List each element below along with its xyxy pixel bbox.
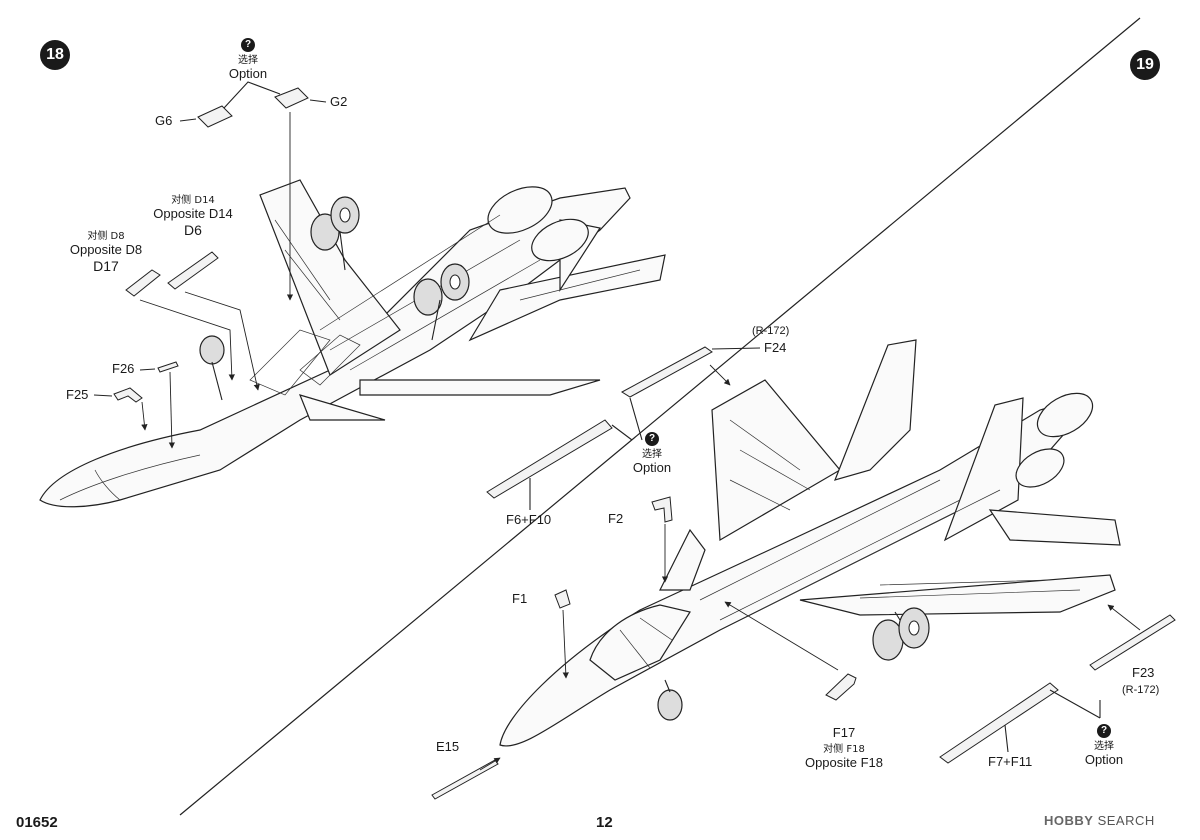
label-g6: G6 <box>155 113 173 128</box>
option-en-label: Option <box>228 65 268 81</box>
label-f2: F2 <box>608 511 624 526</box>
step19-aircraft <box>499 339 1121 747</box>
main-gear-left <box>310 196 360 271</box>
part-f1 <box>554 589 571 609</box>
part-f7-f11 <box>939 682 1059 764</box>
part-f24 <box>621 346 713 398</box>
part-f6-f10 <box>486 419 613 499</box>
part-g6 <box>197 105 233 128</box>
label-f25: F25 <box>66 387 89 402</box>
nose-gear <box>199 335 225 401</box>
option-cn-label: 选择 <box>238 55 258 66</box>
part-f2 <box>651 496 673 523</box>
part-g2 <box>274 87 309 109</box>
step19-main-gear <box>872 607 930 661</box>
part-f23 <box>1089 614 1176 671</box>
part-f25 <box>113 387 143 403</box>
step-divider <box>179 17 1141 816</box>
label-f24: F24 <box>764 340 787 355</box>
label-d14-d6: 对侧 D14 Opposite D14 D6 <box>153 195 233 238</box>
label-d8-d17: 对侧 D8 Opposite D8 D17 <box>69 231 143 274</box>
label-f1: F1 <box>512 591 528 606</box>
option-note-top: ? 选择 Option <box>228 36 268 82</box>
part-d17 <box>125 269 161 297</box>
main-gear-right <box>413 263 470 341</box>
watermark-logo: HOBBY <box>1044 813 1094 828</box>
part-e15 <box>431 759 499 800</box>
page-number: 12 <box>596 814 613 831</box>
label-f6-f10: F6+F10 <box>506 512 552 527</box>
watermark-text: SEARCH <box>1097 813 1155 828</box>
step-number-19: 19 <box>1130 50 1160 80</box>
label-f17-f18: F17 对侧 F18 Opposite F18 <box>804 725 884 770</box>
watermark: HOBBY SEARCH <box>1044 813 1155 828</box>
part-f26 <box>157 361 179 373</box>
question-circle-icon: ? <box>1097 724 1111 738</box>
part-f17 <box>825 673 857 701</box>
label-g2: G2 <box>330 94 348 109</box>
label-f26: F26 <box>112 361 135 376</box>
step18-aircraft <box>39 179 666 508</box>
label-r172-bottom: (R-172) <box>1122 684 1160 696</box>
label-r172-top: (R-172) <box>752 325 790 337</box>
option-note-bottom: ? 选择 Option <box>1084 724 1124 767</box>
product-code: 01652 <box>16 814 58 831</box>
step19-nose-gear <box>657 679 683 721</box>
part-d6 <box>167 251 219 290</box>
option-note-mid: ? 选择 Option <box>632 432 672 475</box>
label-f7-f11: F7+F11 <box>988 754 1033 769</box>
question-circle-icon: ? <box>645 432 659 446</box>
label-e15: E15 <box>436 739 460 754</box>
question-circle-icon: ? <box>241 38 255 52</box>
label-f23: F23 <box>1132 665 1155 680</box>
step-number-18: 18 <box>40 40 70 70</box>
